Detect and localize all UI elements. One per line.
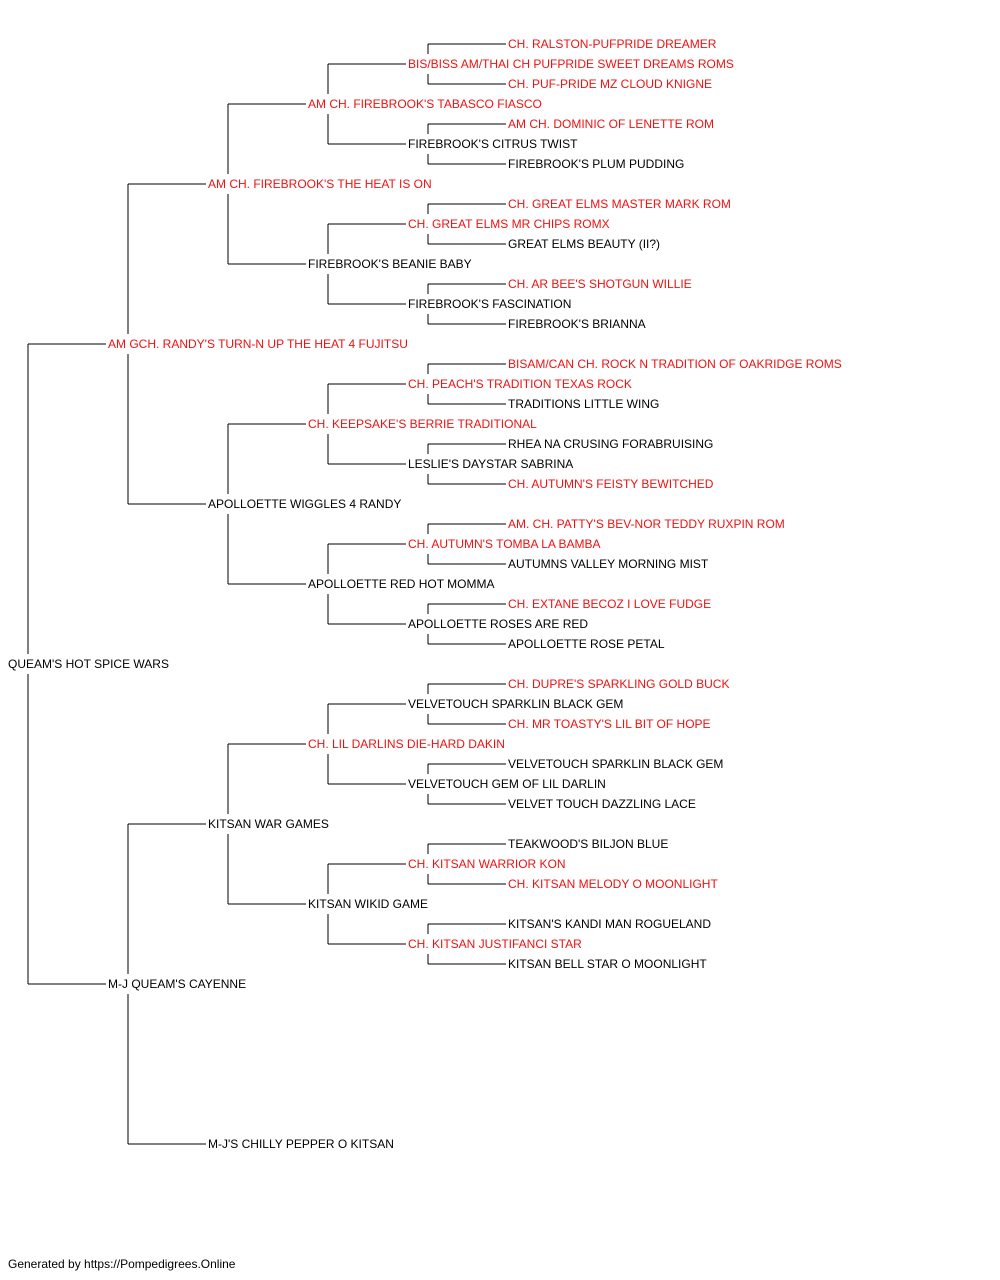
- dog-name-ancestor: APOLLOETTE ROSES ARE RED: [408, 617, 589, 631]
- dog-name-ancestor: AM CH. FIREBROOK'S THE HEAT IS ON: [208, 177, 432, 191]
- dog-name-ancestor: M-J QUEAM'S CAYENNE: [108, 977, 247, 991]
- dog-name-ancestor: BISAM/CAN CH. ROCK N TRADITION OF OAKRID…: [508, 357, 842, 371]
- dog-name-ancestor: APOLLOETTE RED HOT MOMMA: [308, 577, 495, 591]
- dog-name-ancestor: CH. LIL DARLINS DIE-HARD DAKIN: [308, 737, 505, 751]
- dog-name-ancestor: CH. KITSAN WARRIOR KON: [408, 857, 566, 871]
- dog-name-ancestor: LESLIE'S DAYSTAR SABRINA: [408, 457, 574, 471]
- dog-name-ancestor: TEAKWOOD'S BILJON BLUE: [508, 837, 669, 851]
- dog-name-ancestor: AM GCH. RANDY'S TURN-N UP THE HEAT 4 FUJ…: [108, 337, 408, 351]
- dog-name-ancestor: GREAT ELMS BEAUTY (II?): [508, 237, 661, 251]
- dog-name-ancestor: FIREBROOK'S BEANIE BABY: [308, 257, 472, 271]
- dog-name-ancestor: APOLLOETTE ROSE PETAL: [508, 637, 665, 651]
- dog-name-ancestor: CH. KITSAN JUSTIFANCI STAR: [408, 937, 582, 951]
- dog-name-ancestor: FIREBROOK'S PLUM PUDDING: [508, 157, 685, 171]
- dog-name-ancestor: KITSAN BELL STAR O MOONLIGHT: [508, 957, 707, 971]
- dog-name-ancestor: CH. EXTANE BECOZ I LOVE FUDGE: [508, 597, 712, 611]
- dog-name-ancestor: FIREBROOK'S FASCINATION: [408, 297, 572, 311]
- dog-name-ancestor: CH. KITSAN MELODY O MOONLIGHT: [508, 877, 718, 891]
- generated-by-footer: Generated by https://Pompedigrees.Online: [8, 1257, 236, 1271]
- dog-name-ancestor: KITSAN'S KANDI MAN ROGUELAND: [508, 917, 711, 931]
- dog-name-ancestor: TRADITIONS LITTLE WING: [508, 397, 660, 411]
- dog-name-ancestor: CH. AUTUMN'S FEISTY BEWITCHED: [508, 477, 714, 491]
- dog-name-ancestor: CH. KEEPSAKE'S BERRIE TRADITIONAL: [308, 417, 537, 431]
- dog-name-ancestor: KITSAN WAR GAMES: [208, 817, 329, 831]
- dog-name-ancestor: VELVETOUCH SPARKLIN BLACK GEM: [508, 757, 724, 771]
- dog-name-ancestor: M-J'S CHILLY PEPPER O KITSAN: [208, 1137, 394, 1151]
- dog-name-ancestor: VELVETOUCH GEM OF LIL DARLIN: [408, 777, 606, 791]
- dog-name-ancestor: APOLLOETTE WIGGLES 4 RANDY: [208, 497, 402, 511]
- dog-name-ancestor: BIS/BISS AM/THAI CH PUFPRIDE SWEET DREAM…: [408, 57, 734, 71]
- dog-name-ancestor: CH. AR BEE'S SHOTGUN WILLIE: [508, 277, 692, 291]
- dog-name-ancestor: RHEA NA CRUSING FORABRUISING: [508, 437, 714, 451]
- dog-name-ancestor: CH. AUTUMN'S TOMBA LA BAMBA: [408, 537, 601, 551]
- dog-name-ancestor: VELVET TOUCH DAZZLING LACE: [508, 797, 696, 811]
- dog-name-ancestor: CH. PEACH'S TRADITION TEXAS ROCK: [408, 377, 632, 391]
- dog-name-ancestor: FIREBROOK'S BRIANNA: [508, 317, 646, 331]
- dog-name-ancestor: CH. GREAT ELMS MR CHIPS ROMX: [408, 217, 610, 231]
- dog-name-ancestor: CH. GREAT ELMS MASTER MARK ROM: [508, 197, 731, 211]
- dog-name-ancestor: CH. PUF-PRIDE MZ CLOUD KNIGNE: [508, 77, 713, 91]
- dog-name-subject: QUEAM'S HOT SPICE WARS: [8, 657, 169, 671]
- dog-name-ancestor: AUTUMNS VALLEY MORNING MIST: [508, 557, 709, 571]
- dog-name-ancestor: VELVETOUCH SPARKLIN BLACK GEM: [408, 697, 624, 711]
- dog-name-ancestor: FIREBROOK'S CITRUS TWIST: [408, 137, 578, 151]
- dog-name-ancestor: CH. RALSTON-PUFPRIDE DREAMER: [508, 37, 717, 51]
- dog-name-ancestor: AM CH. DOMINIC OF LENETTE ROM: [508, 117, 715, 131]
- dog-name-ancestor: CH. DUPRE'S SPARKLING GOLD BUCK: [508, 677, 730, 691]
- dog-name-ancestor: CH. MR TOASTY'S LIL BIT OF HOPE: [508, 717, 711, 731]
- dog-name-ancestor: AM. CH. PATTY'S BEV-NOR TEDDY RUXPIN ROM: [508, 517, 785, 531]
- dog-name-ancestor: KITSAN WIKID GAME: [308, 897, 429, 911]
- dog-name-ancestor: AM CH. FIREBROOK'S TABASCO FIASCO: [308, 97, 542, 111]
